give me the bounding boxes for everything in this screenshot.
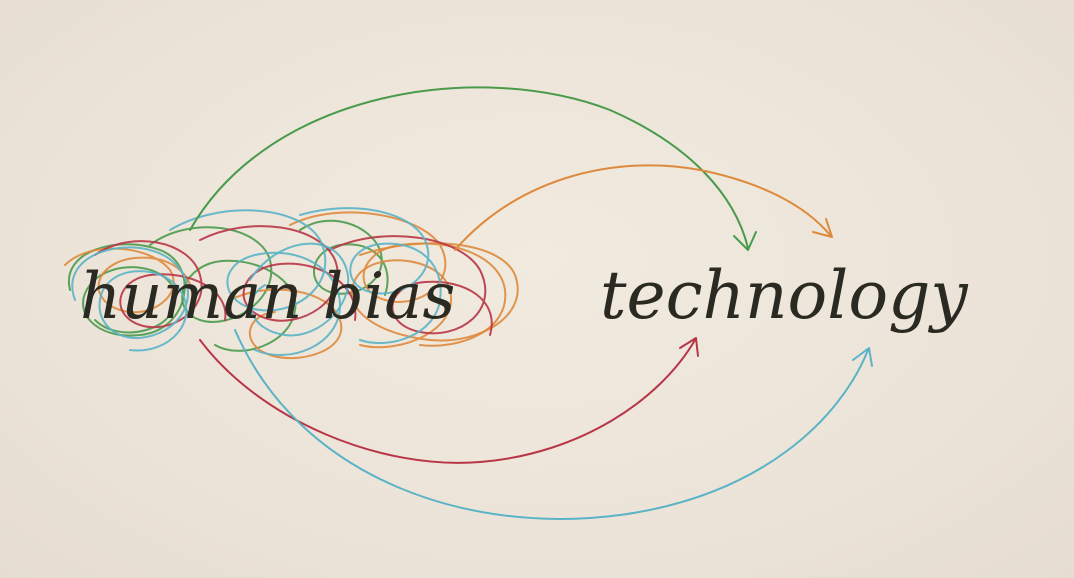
arrow-orange xyxy=(454,164,833,251)
scribble-green-2 xyxy=(149,226,297,352)
arrow-blue-curve xyxy=(234,329,869,520)
target-label: technology xyxy=(600,257,968,334)
scribble-blue-1 xyxy=(71,246,189,352)
scribble-blue-3 xyxy=(299,207,442,345)
arrow-red-head xyxy=(679,337,699,357)
scribble-orange-1 xyxy=(64,247,194,314)
arrow-green-head xyxy=(733,231,757,251)
scribble-orange-2 xyxy=(289,211,507,347)
arrow-red-curve xyxy=(199,339,696,464)
arrow-green xyxy=(189,86,757,251)
scribble-orange-3 xyxy=(350,242,519,349)
scribble-blue-2 xyxy=(169,209,341,356)
arrow-blue xyxy=(234,329,873,520)
scribble-red-3 xyxy=(329,235,493,336)
scribble-tangle xyxy=(64,207,519,360)
arrow-green-curve xyxy=(189,86,749,249)
arrow-red xyxy=(199,337,699,464)
source-label: human bias xyxy=(80,260,455,334)
arrow-blue-head xyxy=(852,347,873,367)
scribble-red-2 xyxy=(199,225,357,322)
scribble-blue-4 xyxy=(249,242,350,337)
arrow-orange-curve xyxy=(454,164,831,251)
scribble-orange-4 xyxy=(229,288,343,360)
arrow-orange-head xyxy=(812,218,833,238)
scribble-green-1 xyxy=(67,243,186,337)
